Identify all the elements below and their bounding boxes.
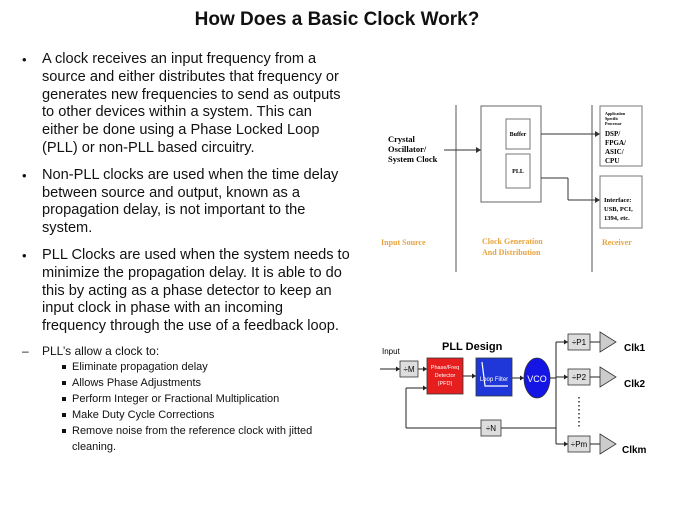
clock-distribution-diagram: Buffer PLL Crystal Oscillator/ System Cl… [381, 105, 643, 272]
clock-gen-box [480, 105, 542, 203]
bullet-1: A clock receives an input frequency from… [20, 51, 350, 158]
receiver-label: Interface: [604, 197, 631, 204]
sub-item: Eliminate propagation delay [62, 359, 350, 375]
filter-response-icon [481, 361, 508, 387]
pll-design-title: PLL Design [442, 341, 503, 353]
receiver-interface-box [599, 175, 643, 229]
div-p1-label: ÷P1 [572, 338, 587, 347]
receiver-label: ASIC/ [605, 148, 625, 156]
col-input-label: Input Source [381, 238, 426, 247]
buffer-label: Buffer [510, 132, 527, 138]
pfd-label: (PFD) [438, 381, 453, 387]
clk2-label: Clk2 [624, 379, 646, 390]
col-gen-label: Clock Generation [482, 237, 543, 246]
sub-bullet: PLL’s allow a clock to: [20, 343, 350, 359]
sub-item: Allows Phase Adjustments [62, 375, 350, 391]
receiver-processor-box [599, 105, 643, 167]
div-n-label: ÷N [486, 424, 496, 433]
receiver-label: CPU [605, 157, 619, 165]
buffer-box [505, 118, 531, 150]
pll-box [505, 153, 531, 189]
input-label: Input [382, 347, 401, 356]
receiver-label: USB, PCI, [604, 206, 633, 213]
receiver-label: DSP/ [605, 130, 621, 138]
pll-design-diagram: Input PLL Design ÷M Phase/Freq Detector … [380, 331, 647, 456]
receiver-label: Specific [605, 116, 619, 121]
pfd-label: Phase/Freq [431, 365, 459, 371]
div-p2-label: ÷P2 [572, 373, 587, 382]
source-label: System Clock [388, 154, 438, 164]
source-label: Crystal [388, 134, 416, 144]
receiver-label: 1394, etc. [604, 215, 630, 222]
clk1-label: Clk1 [624, 343, 646, 354]
col-receiver-label: Receiver [602, 238, 632, 247]
bullet-2: Non-PLL clocks are used when the time de… [20, 167, 350, 238]
sub-item-list: Eliminate propagation delay Allows Phase… [20, 359, 350, 455]
clkm-label: Clkm [622, 445, 647, 456]
pfd-label: Detector [435, 373, 456, 379]
div-m-label: ÷M [403, 365, 414, 374]
receiver-label: Processor [605, 121, 622, 126]
sub-item: Remove noise from the reference clock wi… [62, 423, 350, 455]
source-label: Oscillator/ [388, 144, 427, 154]
loop-filter-label: Loop Filter [480, 377, 508, 383]
buffer-triangle-icon [599, 366, 617, 388]
pll-label: PLL [512, 169, 524, 175]
div-pm-label: ÷Pm [571, 440, 588, 449]
page-title: How Does a Basic Clock Work? [194, 9, 480, 30]
vco-label: VCO [527, 374, 547, 384]
buffer-triangle-icon [599, 331, 617, 353]
col-gen-label: And Distribution [482, 248, 541, 257]
receiver-label: Application [605, 111, 626, 116]
bullet-3: PLL Clocks are used when the system need… [20, 247, 350, 336]
buffer-triangle-icon [599, 433, 617, 455]
receiver-label: FPGA/ [605, 139, 627, 147]
bullet-list: A clock receives an input frequency from… [20, 51, 350, 455]
sub-item: Perform Integer or Fractional Multiplica… [62, 391, 350, 407]
sub-item: Make Duty Cycle Corrections [62, 407, 350, 423]
